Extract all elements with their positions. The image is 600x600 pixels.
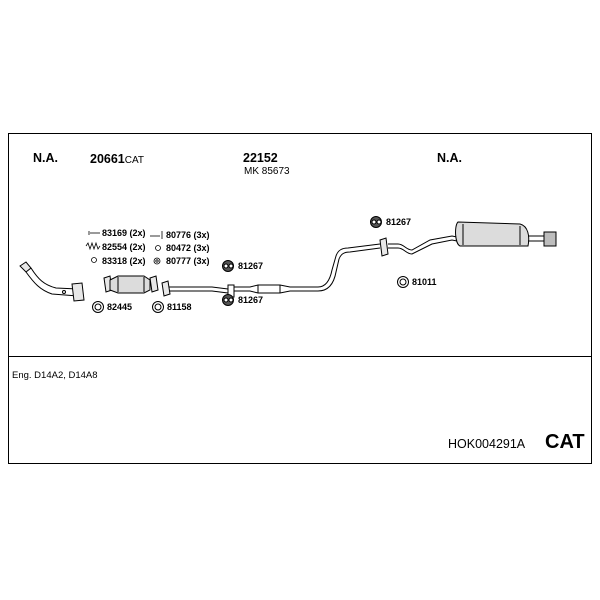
product-code: HOK004291A (448, 437, 526, 451)
ring-81011-icon (397, 276, 409, 288)
catalytic-converter-drawing (103, 275, 159, 294)
part-81011-label: 81011 (412, 277, 437, 287)
part-81267-c-label: 81267 (386, 217, 412, 227)
gasket-81158-icon (152, 301, 164, 313)
part-83318-label: 83318 (2x) (102, 256, 146, 266)
hanger-81267-c-icon (370, 216, 382, 228)
header-col4: N.A. (437, 151, 462, 165)
front-pipe-drawing (19, 261, 85, 302)
header-col1: N.A. (33, 151, 58, 165)
rear-flange-drawing (379, 237, 389, 257)
diagram-frame (8, 133, 592, 464)
part-80472-label: 80472 (3x) (166, 243, 210, 253)
hanger-81267-a-icon (222, 260, 234, 272)
centre-pipe-drawing (161, 243, 381, 298)
part-81158-label: 81158 (167, 302, 192, 312)
part-83169-label: 83169 (2x) (102, 228, 146, 238)
bolt-80776-icon (150, 231, 163, 239)
nut-83318-icon (91, 257, 97, 263)
diagram-divider (8, 356, 592, 357)
bolt-83169-icon (88, 231, 100, 235)
engine-text: Eng. D14A2, D14A8 (12, 370, 98, 381)
washer-80777-icon (153, 257, 161, 265)
rear-silencer-drawing (388, 221, 557, 255)
gasket-82445-icon (92, 301, 104, 313)
header-col2-suffix: CAT (124, 155, 145, 166)
header-col2: 20661CAT (90, 151, 144, 167)
part-82554-label: 82554 (2x) (102, 242, 146, 252)
part-81267-b-label: 81267 (238, 295, 264, 305)
part-81267-a-label: 81267 (238, 261, 264, 271)
nut-80472-icon (155, 245, 161, 251)
part-82445-label: 82445 (107, 302, 133, 312)
cat-badge: CAT (545, 431, 585, 453)
header-col3-sub: MK 85673 (244, 166, 290, 177)
hanger-81267-b-icon (222, 294, 234, 306)
header-col2-number: 20661 (90, 152, 125, 166)
part-80776-label: 80776 (3x) (166, 230, 210, 240)
header-col3: 22152 (243, 151, 278, 165)
part-80777-label: 80777 (3x) (166, 256, 210, 266)
spring-82554-icon (85, 241, 101, 251)
